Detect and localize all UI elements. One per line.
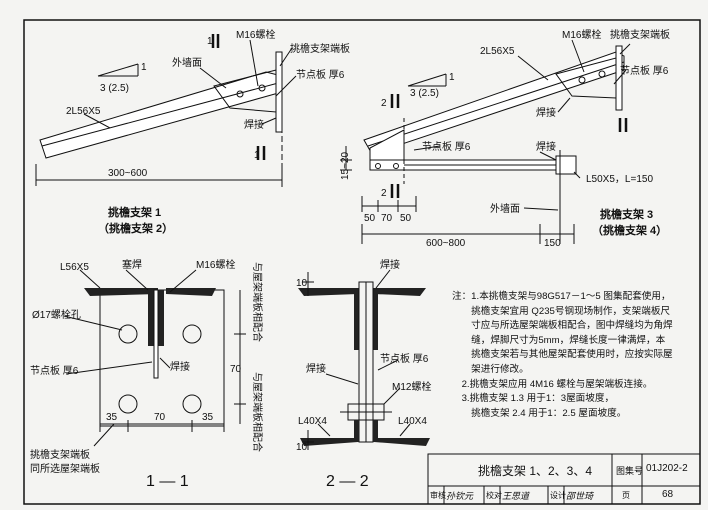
d3-wall-face: 外墙面 <box>490 202 520 215</box>
sheet-border <box>23 19 701 505</box>
section-mark-1-d3 <box>618 118 628 132</box>
note-line: 挑檐支架 2.4 用于1：2.5 屋面坡度。 <box>452 407 627 419</box>
d1-node-plate: 节点板 厚6 <box>296 68 345 81</box>
detail-1 <box>35 39 297 188</box>
note-line: 寸应与所选屋架端板相配合，图中焊缝均为角焊 <box>452 320 673 332</box>
d3-slope-one: 1 <box>449 72 455 83</box>
s22-bolt: M12螺栓 <box>392 380 431 393</box>
s11-same-as: 同所选屋架端板 <box>30 462 100 475</box>
section-mark-2-bottom <box>390 184 400 198</box>
s11-angle: L56X5 <box>60 262 89 273</box>
s22-dim-bottom: 10 <box>296 442 308 453</box>
section-2-2 <box>298 269 430 450</box>
marker-one-top: 1 <box>207 36 213 47</box>
d3-node-plate2: 节点板 厚6 <box>422 140 471 153</box>
note-line: 挑檐支架宜用 Q235号钢现场制作，支架端板尺 <box>452 305 671 317</box>
d3-dim-main: 600~800 <box>426 238 466 249</box>
review-label: 审核 <box>430 491 446 500</box>
d1-slope-one: 1 <box>141 62 147 73</box>
s11-node-plate: 节点板 厚6 <box>30 364 79 377</box>
section-mark-1-top <box>211 34 220 48</box>
review-signature: 孙钦元 <box>446 491 474 501</box>
d3-title: 挑檐支架 3 <box>600 207 653 221</box>
d3-angle-short: L50X5，L=150 <box>586 174 653 185</box>
s11-match-bottom: 与屋架端板相配合 <box>251 372 264 452</box>
d3-end-plate: 挑檐支架端板 <box>610 28 670 41</box>
design-signature: 邵世琦 <box>566 491 594 501</box>
d3-slope-label: 3 (2.5) <box>410 88 439 99</box>
d1-dim: 300~600 <box>108 168 148 179</box>
d3-weld2: 焊接 <box>536 140 556 153</box>
s11-plug-weld: 塞焊 <box>122 258 142 271</box>
s22-label: 2 — 2 <box>326 473 369 490</box>
title-block-lines <box>427 453 701 505</box>
s11-bolt: M16螺栓 <box>196 258 235 271</box>
d3-dim-v: 15~20 <box>340 151 351 180</box>
section-mark-2-top <box>390 94 400 108</box>
marker-one-bottom: 1 <box>254 150 260 161</box>
s11-hole: Ø17螺栓孔 <box>32 308 81 321</box>
s22-node-plate: 节点板 厚6 <box>380 352 429 365</box>
notes-block: 注：1.本挑檐支架与98G517－1～5 图集配套使用， 挑檐支架宜用 Q235… <box>452 290 697 421</box>
page-number: 68 <box>662 489 674 500</box>
s11-dim-3: 35 <box>202 412 214 423</box>
note-line: 注：1.本挑檐支架与98G517－1～5 图集配套使用， <box>452 291 671 302</box>
title-block: 挑檐支架 1、2、3、4 图集号 01J202-2 审核 孙钦元 校对 王思道 … <box>428 454 700 504</box>
section-1-1 <box>63 269 246 447</box>
page-label: 页 <box>622 491 630 500</box>
note-line: 3.挑檐支架 1.3 用于1：3屋面坡度， <box>452 393 615 405</box>
d3-angle: 2L56X5 <box>480 46 515 57</box>
s22-weld-left: 焊接 <box>306 362 326 375</box>
s11-label: 1 — 1 <box>146 473 189 490</box>
s22-angle-left: L40X4 <box>298 416 327 427</box>
check-label: 校对 <box>486 491 502 500</box>
d1-slope-label: 3 (2.5) <box>100 83 129 94</box>
note-line: 2.挑檐支架应用 4M16 螺栓与屋架端板连接。 <box>452 378 653 390</box>
marker-two-bottom: 2 <box>381 188 387 199</box>
s22-dim-top: 10 <box>296 278 308 289</box>
d1-weld: 焊接 <box>244 118 264 131</box>
s22-weld-top: 焊接 <box>380 258 400 271</box>
title-block-title: 挑檐支架 1、2、3、4 <box>478 464 593 478</box>
d1-subtitle: （挑檐支架 2） <box>98 221 173 235</box>
s11-dim-2: 70 <box>154 412 166 423</box>
d1-wall-face: 外墙面 <box>172 56 202 69</box>
note-line: 架进行修改。 <box>452 363 529 375</box>
atlas-label: 图集号 <box>616 466 644 476</box>
design-label: 设计 <box>550 491 566 500</box>
s11-dim-1: 35 <box>106 412 118 423</box>
check-signature: 王思道 <box>502 491 530 501</box>
d3-subtitle: （挑檐支架 4） <box>592 223 667 237</box>
d1-end-plate: 挑檐支架端板 <box>290 42 350 55</box>
d3-bolt: M16螺栓 <box>562 28 601 41</box>
detail-3 <box>340 39 631 244</box>
d3-dim-small-1: 50 <box>364 213 376 224</box>
atlas-number: 01J202-2 <box>646 463 688 474</box>
d3-dim-small-3: 50 <box>400 213 412 224</box>
s11-match-top: 与屋架端板相配合 <box>251 262 264 342</box>
d3-weld: 焊接 <box>536 106 556 119</box>
d1-angle: 2L56X5 <box>66 106 101 117</box>
marker-two-top: 2 <box>381 98 387 109</box>
s22-angle-right: L40X4 <box>398 416 427 427</box>
note-line: 缝，焊脚尺寸为5mm，焊缝长度一律满焊，本 <box>452 334 666 346</box>
d1-title: 挑檐支架 1 <box>108 205 161 219</box>
s11-weld: 焊接 <box>170 360 190 373</box>
section-mark-1-bottom <box>256 146 266 160</box>
d3-dim-right: 150 <box>544 238 561 249</box>
d3-dim-small-2: 70 <box>381 213 393 224</box>
note-line: 挑檐支架若与其他屋架配套使用时，应按实际屋 <box>452 349 673 361</box>
d1-bolt: M16螺栓 <box>236 28 275 41</box>
s11-dim-v: 70 <box>230 364 242 375</box>
s11-end-plate: 挑檐支架端板 <box>30 448 90 461</box>
d3-node-plate: 节点板 厚6 <box>620 64 669 77</box>
